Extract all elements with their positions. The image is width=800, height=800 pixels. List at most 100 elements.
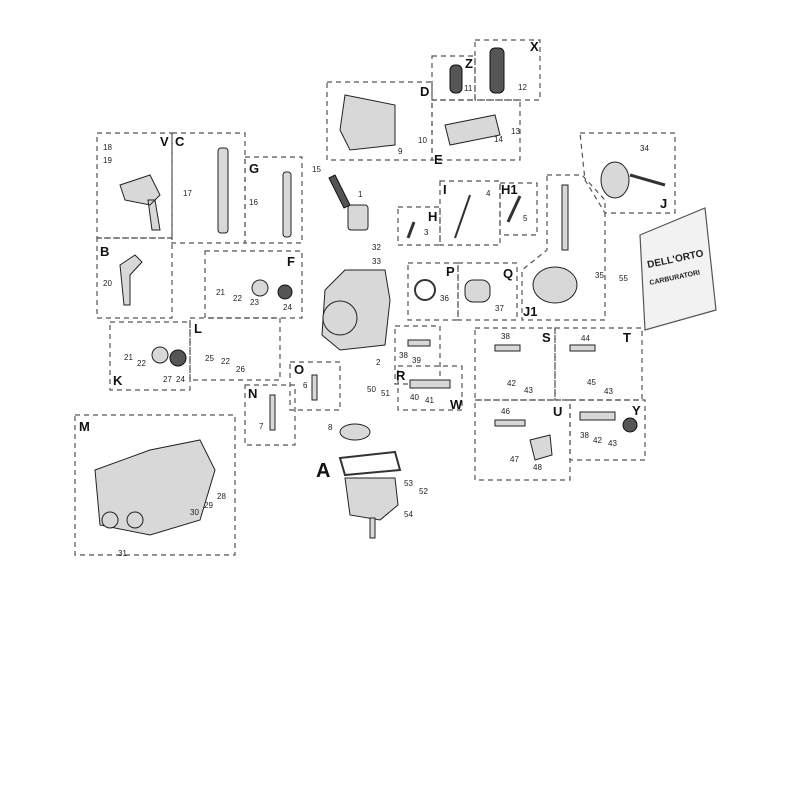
needle-drawing-h1 — [506, 195, 522, 223]
grip-drawing-x — [489, 47, 505, 94]
screw-drawing-n — [269, 394, 276, 431]
box-H — [397, 206, 441, 246]
box-letters: V C G B F K L M N O D E Z X H I H1 P Q J… — [79, 39, 667, 482]
letter-Y: Y — [632, 403, 641, 418]
group-boxes — [74, 39, 676, 556]
box-X — [474, 39, 541, 101]
box-I — [439, 180, 501, 246]
part-number: 28 — [217, 492, 226, 501]
screw-drawing-r — [407, 339, 431, 347]
needle-drawing-i — [454, 194, 471, 239]
box-O — [289, 361, 341, 411]
part-number: 33 — [372, 257, 381, 266]
part-number: 52 — [419, 487, 428, 496]
box-G — [244, 156, 303, 244]
letter-C: C — [175, 134, 185, 149]
letter-S: S — [542, 330, 551, 345]
part-number: 30 — [190, 508, 199, 517]
letter-W: W — [450, 397, 463, 412]
part-number: 38 — [399, 351, 408, 360]
part-number: 43 — [604, 387, 613, 396]
jet-stack-drawing — [217, 147, 229, 234]
box-Y — [569, 399, 646, 461]
bolt-drawing-j1 — [561, 184, 569, 251]
screw-assembly-drawing-f — [251, 279, 269, 297]
part-number: 12 — [518, 83, 527, 92]
letter-N: N — [248, 386, 257, 401]
part-number: 3 — [424, 228, 429, 237]
box-W — [397, 365, 463, 411]
part-drawings — [94, 47, 666, 539]
part-number: 7 — [259, 422, 264, 431]
screw-drawing-s — [494, 344, 521, 352]
screw-assembly-drawing-k — [151, 346, 169, 364]
part-number: 51 — [381, 389, 390, 398]
letter-H: H — [428, 209, 437, 224]
sleeve-drawing — [464, 279, 491, 303]
box-H1 — [499, 182, 538, 236]
letter-D: D — [420, 84, 429, 99]
part-number: 18 — [103, 143, 112, 152]
part-number: 40 — [410, 393, 419, 402]
part-number: 9 — [398, 147, 403, 156]
part-number: 38 — [580, 431, 589, 440]
clamp-drawing-j — [600, 161, 630, 199]
cable-adjuster-drawing — [339, 94, 396, 151]
part-number: 8 — [328, 423, 333, 432]
part-number: 13 — [511, 127, 520, 136]
letter-P: P — [446, 264, 455, 279]
part-number: 10 — [418, 136, 427, 145]
letter-G: G — [249, 161, 259, 176]
part-number: 16 — [249, 198, 258, 207]
letter-O: O — [294, 362, 304, 377]
screw-drawing-u — [494, 419, 526, 427]
box-F — [204, 250, 303, 319]
part-number: 47 — [510, 455, 519, 464]
float-drawing — [339, 423, 371, 441]
box-B — [96, 237, 173, 319]
throttle-lever-drawing — [119, 174, 161, 231]
letter-B: B — [100, 244, 109, 259]
letter-K: K — [113, 373, 123, 388]
clamp-drawing-j1 — [532, 266, 578, 304]
part-number: 42 — [593, 436, 602, 445]
part-number: 48 — [533, 463, 542, 472]
part-number: 19 — [103, 156, 112, 165]
box-J — [579, 132, 676, 214]
screw-drawing-y — [579, 411, 616, 421]
bag-outline — [639, 207, 717, 331]
main-assembly-letter: A — [316, 460, 330, 482]
part-number: 4 — [486, 189, 491, 198]
screw-drawing-t — [569, 344, 596, 352]
part-number: 24 — [176, 375, 185, 384]
screw-drawing-54 — [369, 517, 376, 539]
choke-lever-drawing — [119, 254, 143, 306]
part-number: 23 — [250, 298, 259, 307]
part-number: 20 — [103, 279, 112, 288]
part-number: 17 — [183, 189, 192, 198]
letter-V: V — [160, 134, 169, 149]
o-ring-drawing — [414, 279, 436, 301]
letter-L: L — [194, 321, 202, 336]
part-number: 29 — [204, 501, 213, 510]
letter-U: U — [553, 404, 562, 419]
part-number: 42 — [507, 379, 516, 388]
part-number: 41 — [425, 396, 434, 405]
banjo-drawing-u — [529, 434, 553, 461]
bolt-drawing-j — [629, 173, 666, 187]
box-C — [171, 132, 246, 244]
part-number: 24 — [283, 303, 292, 312]
part-number: 55 — [619, 274, 628, 283]
box-R — [394, 325, 441, 385]
part-number: 27 — [163, 375, 172, 384]
spring-drawing — [328, 174, 351, 209]
part-number: 46 — [501, 407, 510, 416]
part-number: 22 — [137, 359, 146, 368]
part-number: 38 — [501, 332, 510, 341]
part-number: 35 — [595, 271, 604, 280]
letter-Z: Z — [465, 56, 473, 71]
part-number: 25 — [205, 354, 214, 363]
float-bowl-drawing — [344, 477, 399, 521]
letter-F: F — [287, 254, 295, 269]
